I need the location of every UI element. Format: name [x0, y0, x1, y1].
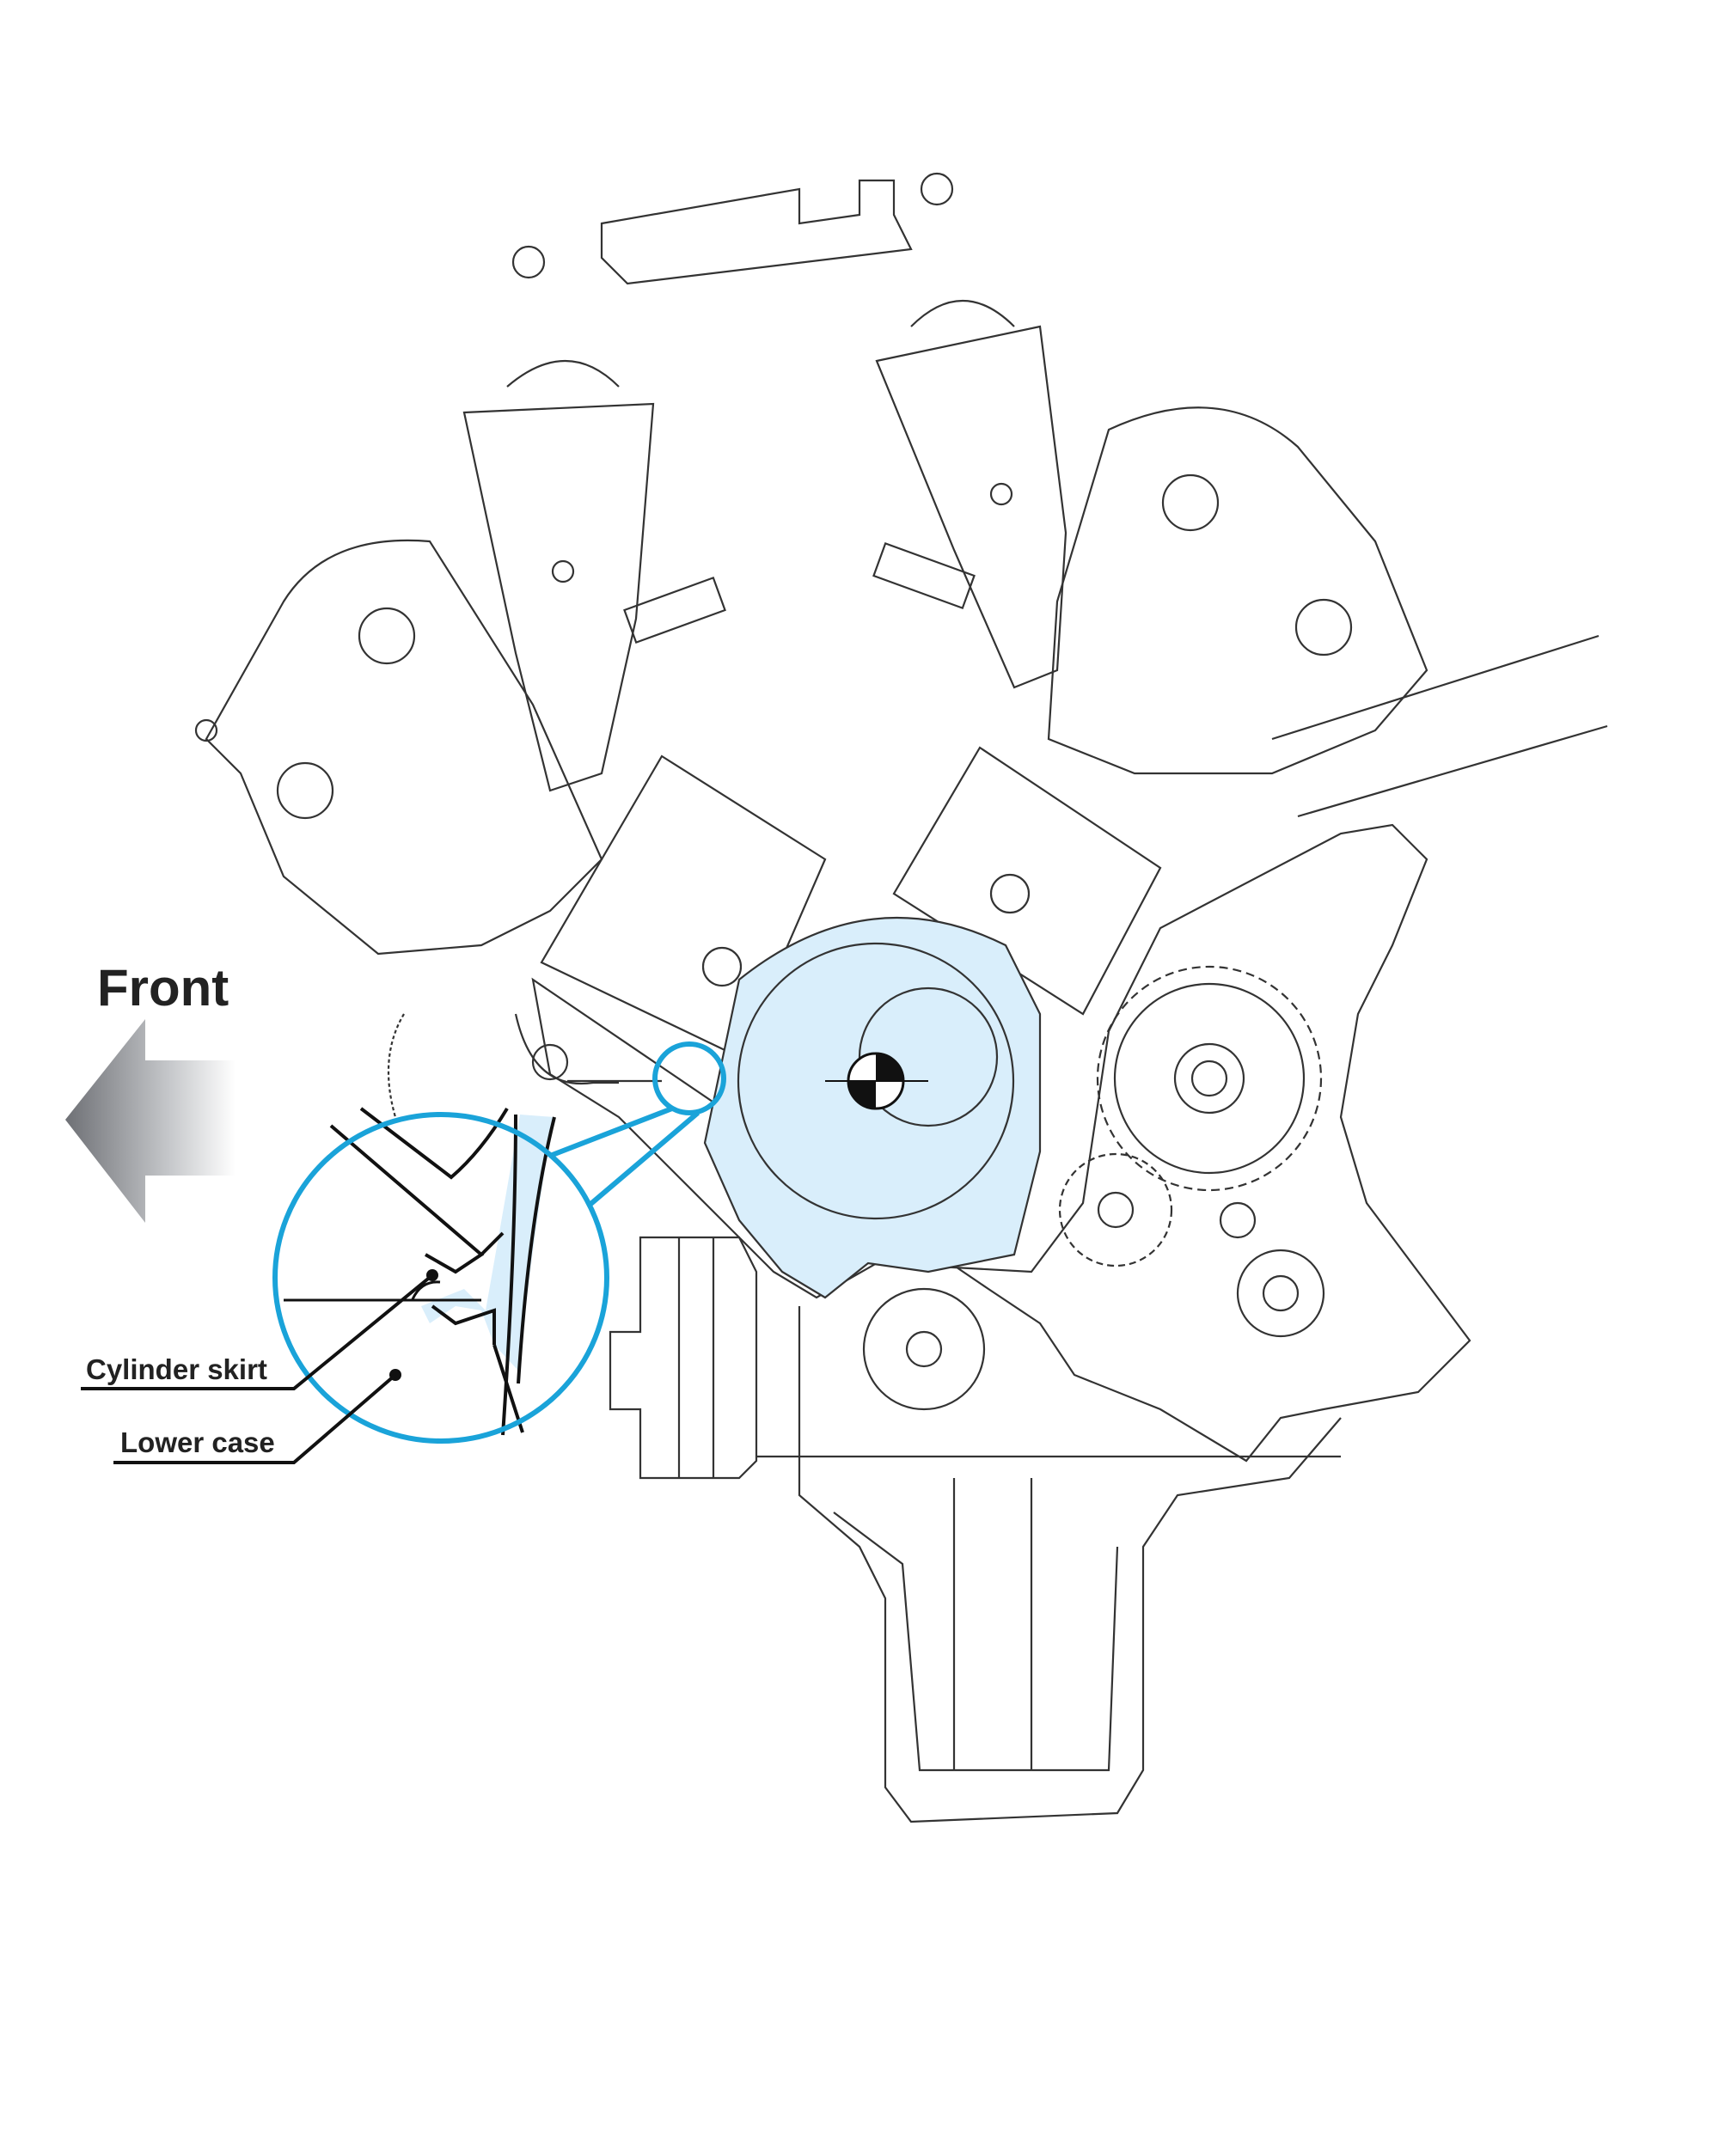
front-label: Front [97, 959, 229, 1017]
intake-bridge [600, 179, 913, 285]
detail-source-circle [652, 1041, 726, 1115]
left-cylinder-head [205, 539, 603, 956]
water-pump [609, 1236, 758, 1480]
engine-drawing [194, 172, 1608, 1823]
detail-zoom-circle [272, 1112, 609, 1444]
large-gear [1096, 965, 1323, 1192]
detail-contents [284, 1107, 556, 1436]
crankcase [531, 823, 1471, 1463]
small-gear [1058, 1152, 1173, 1267]
oil-sump [798, 1306, 1342, 1823]
lower-case-leader [113, 1369, 401, 1464]
right-cylinder [892, 746, 1162, 1016]
front-arrow-icon [65, 1019, 236, 1223]
right-throttle-body [875, 325, 1067, 689]
crank-center-marker [825, 1052, 928, 1110]
left-throttle-body [462, 402, 655, 792]
right-cylinder-head [1047, 406, 1428, 775]
magnified-detail [272, 1041, 726, 1444]
lower-case-label: Lower case [120, 1426, 275, 1458]
cylinder-skirt-label: Cylinder skirt [86, 1353, 267, 1385]
exhaust-pipe [1271, 634, 1608, 818]
cylinder-skirt-leader [81, 1269, 438, 1390]
